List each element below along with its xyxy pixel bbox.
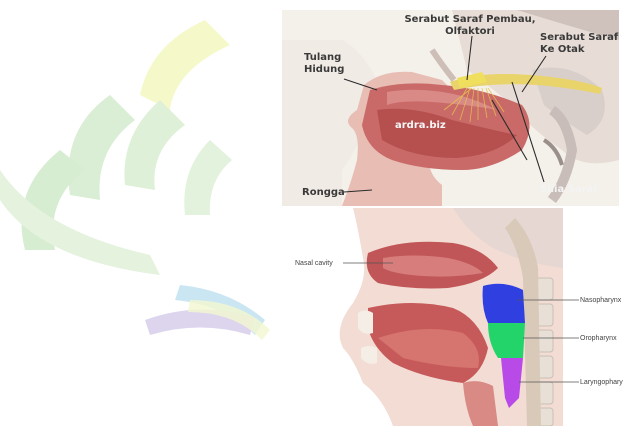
- label-nasal-cavity: Nasal cavity: [295, 259, 333, 268]
- label-laryngopharynx: Laryngopharynx: [580, 378, 623, 387]
- label-nerve-to-brain: Serabut Saraf Ke Otak: [540, 32, 619, 56]
- pharynx-diagram: Nasal cavity Nasopharynx Oropharynx Lary…: [283, 208, 623, 426]
- label-oropharynx: Oropharynx: [580, 334, 617, 343]
- nasopharynx-region: [483, 284, 525, 323]
- label-nasopharynx: Nasopharynx: [580, 296, 621, 305]
- label-cilia: Silia Saraf: [540, 184, 598, 196]
- watermark: ardra.biz: [395, 120, 446, 131]
- label-nasal-cavity: Rongga: [302, 187, 345, 199]
- olfactory-diagram: Serabut Saraf Pembau, Olfaktori Serabut …: [282, 10, 619, 206]
- logo-yellow-arc: [140, 20, 230, 110]
- logo-green-arc: [184, 140, 232, 215]
- background-logo: [0, 0, 300, 380]
- logo-green-arc: [124, 100, 185, 190]
- label-olfactory-nerve: Serabut Saraf Pembau, Olfaktori: [400, 14, 540, 38]
- label-nasal-bone: Tulang Hidung: [304, 52, 364, 76]
- pharynx-illustration: [283, 208, 623, 426]
